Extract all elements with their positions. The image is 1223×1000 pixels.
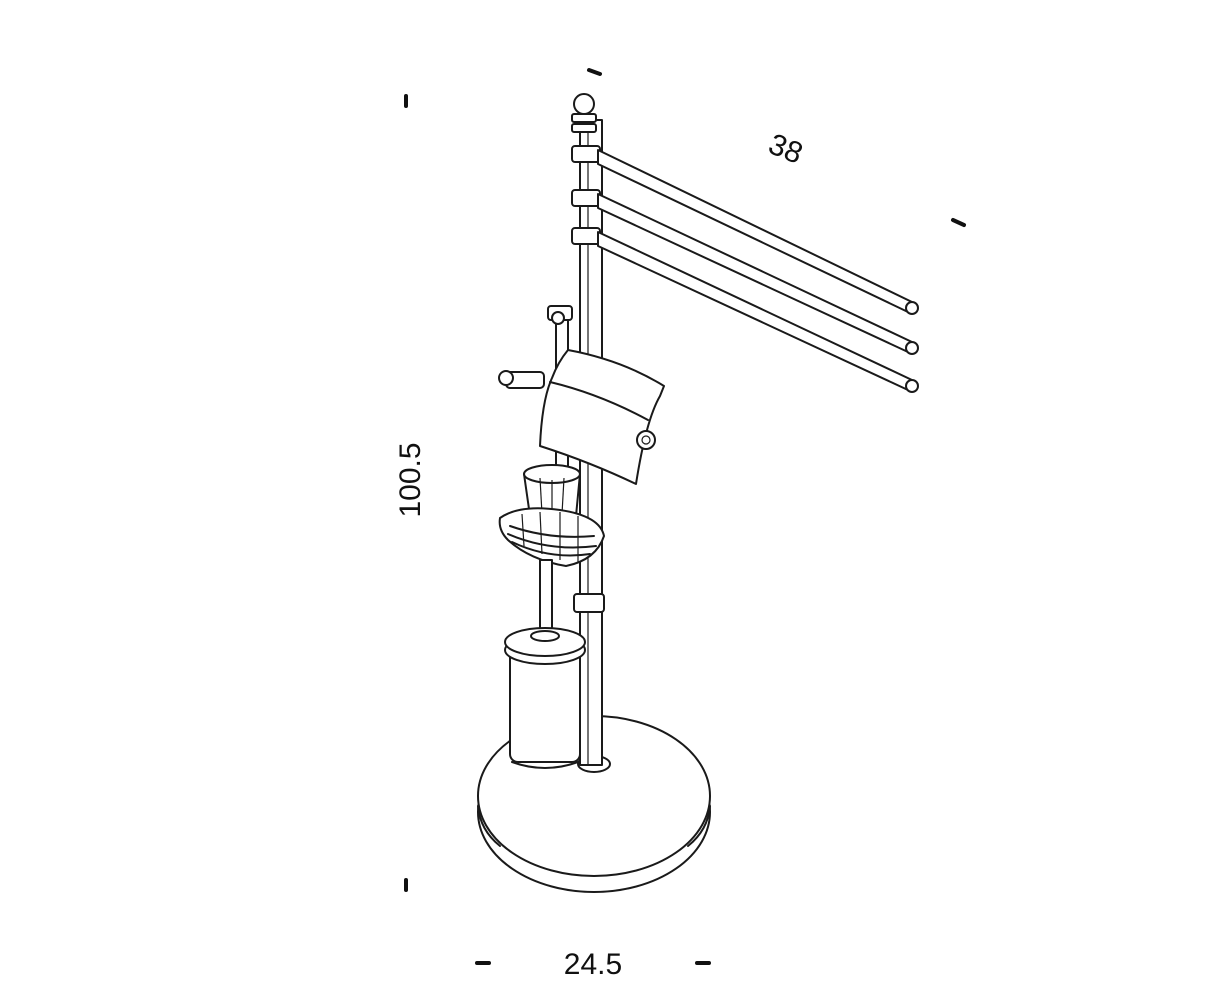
towel-arm-1 [597, 149, 913, 313]
towel-arm-3 [597, 231, 913, 391]
arm-collar-3 [571, 227, 601, 245]
arm-length-label: 38 [764, 128, 807, 171]
arm-collar-2 [571, 189, 601, 207]
height-label: 100.5 [394, 442, 427, 517]
width-label: 24.5 [564, 948, 622, 981]
brush-bracket [573, 593, 605, 613]
pole-top-knob [571, 93, 597, 133]
soap-dish [498, 507, 605, 567]
height-dimension: 100.5 [394, 94, 427, 892]
brush-handle [539, 559, 553, 639]
paper-holder-cover [539, 349, 665, 485]
width-dimension: 24.5 [475, 948, 711, 981]
paper-holder [498, 349, 665, 485]
brush-holder-body [509, 649, 581, 763]
arm-start-tick [587, 68, 602, 76]
paper-holder-knob [636, 430, 656, 450]
arm-collar-1 [571, 145, 601, 163]
brush-holder [504, 627, 586, 769]
arm-end-tick [951, 218, 966, 227]
towel-arms [571, 145, 919, 393]
pole-joint [547, 305, 573, 325]
arm-length-dimension: 38 [587, 68, 966, 227]
towel-arm-2 [597, 193, 913, 353]
